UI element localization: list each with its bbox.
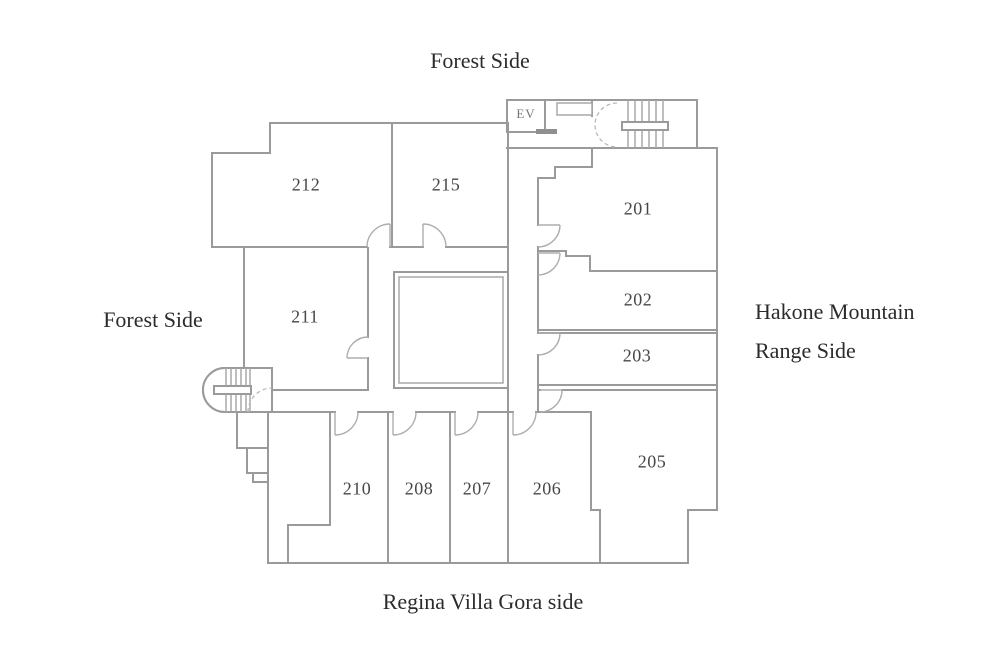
highlighted-room-202-shape (537, 250, 718, 331)
label-forest-side-left: Forest Side (103, 307, 203, 332)
label-forest-side-top: Forest Side (430, 48, 530, 73)
staircase-icon (621, 100, 669, 148)
shaft-box (556, 102, 593, 116)
label-hakone-mountain-range-side: Hakone Mountain Range Side (755, 292, 914, 370)
door-swings (334, 223, 563, 436)
interior-walls (211, 99, 718, 564)
room-label-211: 211 (291, 306, 319, 327)
west-door-swing-dashed (247, 387, 273, 413)
room-label-206: 206 (532, 478, 562, 499)
stair-door-swing-dashed (594, 102, 618, 148)
room-label-212: 212 (291, 174, 321, 195)
label-hakone-line2: Range Side (755, 338, 856, 363)
room-label-207: 207 (462, 478, 492, 499)
room-label-203: 203 (622, 345, 652, 366)
room-label-208: 208 (404, 478, 434, 499)
elevator-sill (536, 129, 557, 134)
room-label-205: 205 (637, 451, 667, 472)
room-label-201: 201 (623, 198, 653, 219)
atrium-inner (398, 276, 504, 384)
label-regina-villa-gora-side: Regina Villa Gora side (382, 589, 584, 614)
room-label-210: 210 (342, 478, 372, 499)
label-hakone-line1: Hakone Mountain (755, 299, 915, 324)
room-label-215: 215 (431, 174, 461, 195)
room-label-202: 202 (623, 289, 653, 310)
elevator-box (506, 99, 546, 133)
elevator-label: EV (516, 106, 536, 121)
west-staircase-icon (202, 367, 273, 413)
atrium-outer (393, 271, 509, 389)
